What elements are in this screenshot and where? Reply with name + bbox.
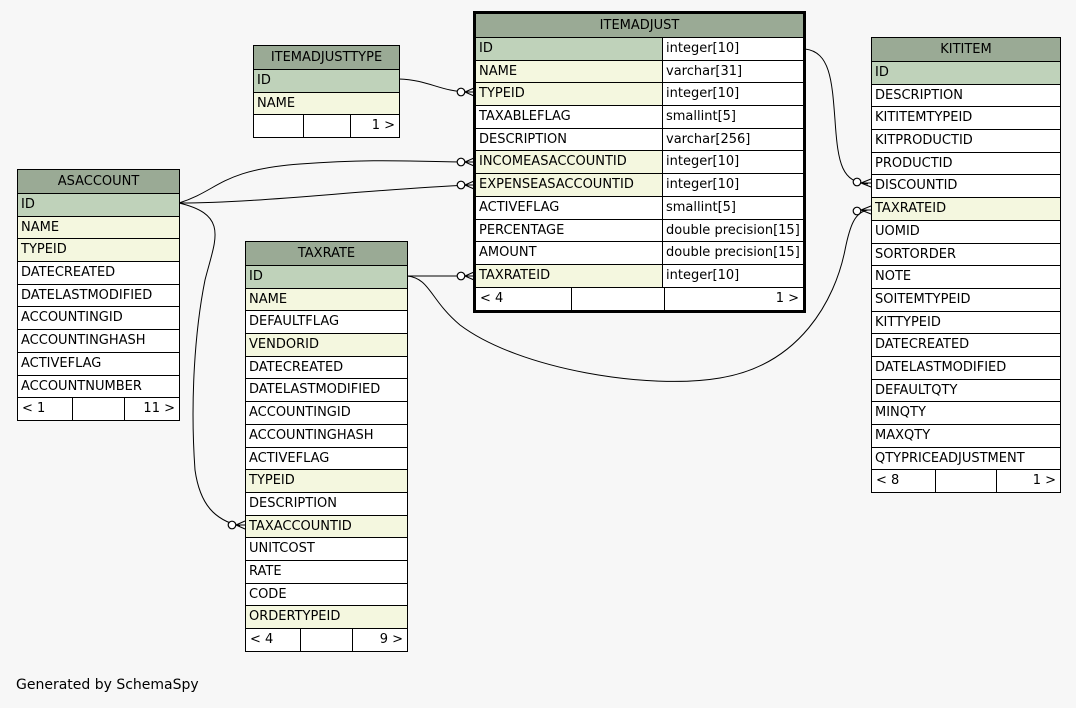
- column-row: DESCRIPTION: [872, 85, 1060, 108]
- column-row: NAME: [18, 216, 179, 240]
- table-title: ITEMADJUST: [476, 14, 803, 38]
- column-row: AMOUNT double precision[15]: [476, 242, 803, 265]
- column-row: MINQTY: [872, 402, 1060, 425]
- column-row: DESCRIPTION: [246, 493, 407, 516]
- column-row: KITPRODUCTID: [872, 130, 1060, 153]
- table-itemadjusttype[interactable]: ITEMADJUSTTYPE ID NAME 1 >: [253, 45, 400, 139]
- column-row: DEFAULTQTY: [872, 380, 1060, 403]
- column-row: TYPEID: [246, 470, 407, 493]
- column-row: ACCOUNTNUMBER: [18, 376, 179, 399]
- table-kititem[interactable]: KITITEM ID DESCRIPTION KITITEMTYPEID KIT…: [871, 37, 1061, 494]
- column-row: DATELASTMODIFIED: [18, 285, 179, 308]
- column-row: ACTIVEFLAG: [246, 448, 407, 471]
- column-row: TAXRATEID: [872, 198, 1060, 221]
- column-row: ACTIVEFLAG smallint[5]: [476, 196, 803, 220]
- column-row: NOTE: [872, 266, 1060, 289]
- column-row: ACCOUNTINGHASH: [18, 330, 179, 353]
- column-row: NAME: [246, 288, 407, 312]
- table-title: ITEMADJUSTTYPE: [254, 46, 399, 70]
- column-row: UNITCOST: [246, 538, 407, 561]
- column-row: SOITEMTYPEID: [872, 289, 1060, 312]
- column-row: ACCOUNTINGHASH: [246, 425, 407, 448]
- column-row: DATECREATED: [246, 357, 407, 380]
- table-itemadjust[interactable]: ITEMADJUST ID integer[10] NAME varchar[3…: [473, 11, 806, 313]
- edge-incomeasaccountid: [178, 160, 471, 204]
- column-row: DATECREATED: [872, 334, 1060, 357]
- table-footer: < 4 9 >: [246, 629, 407, 651]
- edge-typeid: [398, 78, 471, 93]
- table-footer: < 4 1 >: [476, 287, 803, 310]
- column-row: ORDERTYPEID: [246, 606, 407, 629]
- table-title: KITITEM: [872, 38, 1060, 62]
- edge-discountid: [804, 48, 869, 185]
- table-footer: 1 >: [254, 115, 399, 138]
- edge-taxaccountid: [178, 202, 241, 527]
- column-row: DATELASTMODIFIED: [246, 379, 407, 403]
- column-row: KITTYPEID: [872, 312, 1060, 335]
- column-row: TAXRATEID integer[10]: [476, 264, 803, 288]
- column-row: RATE: [246, 561, 407, 584]
- column-row: TAXACCOUNTID: [246, 515, 407, 539]
- column-row: CODE: [246, 584, 407, 607]
- table-footer: < 8 1 >: [872, 470, 1060, 493]
- column-row: PRODUCTID: [872, 153, 1060, 176]
- column-row: DATELASTMODIFIED: [872, 357, 1060, 380]
- column-row: ID integer[10]: [476, 38, 803, 61]
- column-row: ACTIVEFLAG: [18, 353, 179, 376]
- column-row: TYPEID: [18, 239, 179, 263]
- column-row: MAXQTY: [872, 425, 1060, 448]
- column-row: NAME varchar[31]: [476, 60, 803, 84]
- column-row: DATECREATED: [18, 262, 179, 285]
- column-row: ACCOUNTINGID: [18, 307, 179, 331]
- table-taxrate[interactable]: TAXRATE ID NAME DEFAULTFLAG VENDORID DAT…: [245, 241, 408, 652]
- table-title: ASACCOUNT: [18, 170, 179, 194]
- column-row: KITITEMTYPEID: [872, 107, 1060, 131]
- column-row: TYPEID integer[10]: [476, 83, 803, 107]
- column-row: ID: [254, 70, 399, 93]
- column-row: PERCENTAGE double precision[15]: [476, 219, 803, 243]
- column-row: ACCOUNTINGID: [246, 402, 407, 425]
- column-row: SORTORDER: [872, 244, 1060, 267]
- table-footer: < 1 11 >: [18, 398, 179, 421]
- table-title: TAXRATE: [246, 242, 407, 266]
- column-row: ID: [246, 266, 407, 289]
- column-row: NAME: [254, 92, 399, 116]
- column-row: INCOMEASACCOUNTID integer[10]: [476, 151, 803, 175]
- column-row: VENDORID: [246, 334, 407, 357]
- column-row: QTYPRICEADJUSTMENT: [872, 448, 1060, 471]
- column-row: TAXABLEFLAG smallint[5]: [476, 106, 803, 129]
- column-row: UOMID: [872, 221, 1060, 244]
- edge-expenseasaccountid: [178, 184, 471, 204]
- table-asaccount[interactable]: ASACCOUNT ID NAME TYPEID DATECREATED DAT…: [17, 169, 180, 422]
- column-row: EXPENSEASACCOUNTID integer[10]: [476, 174, 803, 197]
- column-row: DISCOUNTID: [872, 175, 1060, 199]
- column-row: DEFAULTFLAG: [246, 311, 407, 335]
- column-row: DESCRIPTION varchar[256]: [476, 128, 803, 152]
- generated-by-note: Generated by SchemaSpy: [16, 677, 199, 693]
- column-row: ID: [872, 62, 1060, 85]
- column-row: ID: [18, 194, 179, 217]
